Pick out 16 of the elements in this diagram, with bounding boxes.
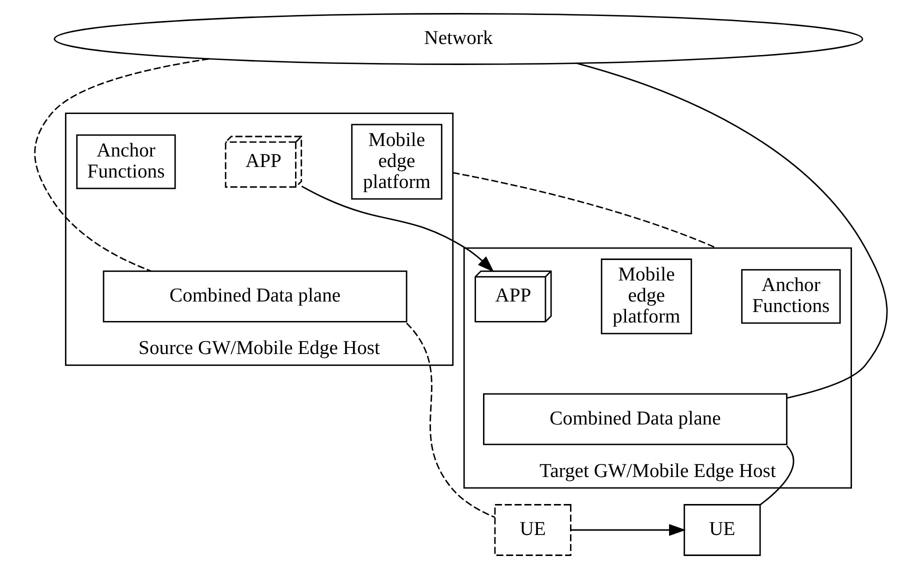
node-box: UE [494, 504, 571, 556]
connector [576, 62, 888, 399]
node-box: Combined Data plane [102, 270, 407, 322]
node-box: Anchor Functions [740, 269, 840, 324]
connector [34, 58, 209, 272]
node-box: Mobile edge platform [350, 124, 442, 200]
node-box: Mobile edge platform [600, 258, 692, 334]
node-box: Anchor Functions [76, 134, 176, 190]
node-box: Combined Data plane [482, 393, 787, 446]
arrow [570, 524, 686, 536]
node-ellipse: Network [53, 13, 863, 65]
connector [759, 445, 794, 506]
connector [406, 322, 495, 518]
arrow [300, 186, 494, 272]
node-box: UE [683, 504, 760, 556]
connector [452, 172, 716, 249]
